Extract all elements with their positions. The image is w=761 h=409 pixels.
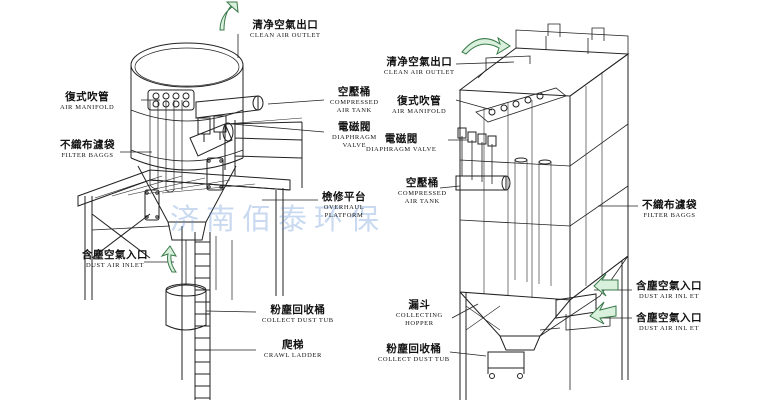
right-diaphragm-valve-zh: 電磁閥 (384, 133, 418, 145)
right-air-manifold-en: AIR MANIFOLD (392, 107, 447, 115)
left-crawl-ladder-en: CRAWL LADDER (264, 351, 322, 359)
dust-air-arrow-left (160, 245, 178, 273)
right-dust-air-inlet-1-en: DUST AIR INL ET (638, 292, 700, 300)
left-overhaul-platform-zh: 檢修平台 (322, 191, 366, 203)
left-air-manifold-label: 復式吹管 AIR MANIFOLD (60, 92, 114, 111)
left-clean-air-outlet-zh: 清净空氣出口 (252, 19, 319, 31)
dust-air-arrow-right-2 (589, 301, 617, 325)
left-overhaul-platform-en2: PLATFORM (324, 212, 364, 219)
right-compressed-air-tank-en2: AIR TANK (404, 198, 440, 205)
right-collect-dust-tub-label: 粉塵回收桶 COLLECT DUST TUB (378, 344, 450, 363)
right-dust-air-inlet-2-label: 含塵空氣入口 DUST AIR INL ET (636, 313, 702, 332)
left-filter-baggs-label: 不織布濾袋 FILTER BAGGS (60, 140, 115, 159)
left-diaphragm-valve-zh: 電磁閥 (337, 121, 371, 133)
right-compressed-air-tank-en1: COMPRESSED (398, 189, 447, 197)
right-collect-dust-tub-en: COLLECT DUST TUB (378, 355, 450, 363)
right-dust-air-inlet-2-zh: 含塵空氣入口 (636, 312, 702, 324)
left-collect-dust-tub-zh: 粉塵回收桶 (270, 304, 326, 316)
right-dust-air-inlet-1-label: 含塵空氣入口 DUST AIR INL ET (636, 281, 702, 300)
right-air-manifold-label: 復式吹管 AIR MANIFOLD (392, 96, 446, 115)
left-diaphragm-valve-label: 電磁閥 DIAPHRAGM VALVE (332, 122, 377, 150)
left-diaphragm-valve-en1: DIAPHRAGM (332, 133, 377, 141)
right-dust-air-inlet-2-en: DUST AIR INL ET (638, 324, 700, 332)
left-clean-air-outlet-en: CLEAN AIR OUTLET (250, 31, 321, 39)
right-filter-baggs-en: FILTER BAGGS (643, 211, 696, 219)
right-collect-dust-tub-zh: 粉塵回收桶 (386, 343, 442, 355)
left-filter-baggs-en: FILTER BAGGS (61, 151, 114, 159)
left-collect-dust-tub-label: 粉塵回收桶 COLLECT DUST TUB (262, 305, 334, 324)
clean-air-arrow-left (219, 1, 239, 31)
right-filter-baggs-label: 不織布濾袋 FILTER BAGGS (642, 200, 697, 219)
right-filter-baggs-zh: 不織布濾袋 (642, 199, 697, 211)
left-air-manifold-zh: 復式吹管 (65, 91, 110, 103)
left-overhaul-platform-en1: OVERHAUL (323, 203, 365, 211)
left-overhaul-platform-label: 檢修平台 OVERHAUL PLATFORM (322, 192, 366, 220)
right-clean-air-outlet-label: 清净空氣出口 CLEAN AIR OUTLET (384, 57, 455, 76)
left-dust-air-inlet-zh: 含塵空氣入口 (82, 249, 148, 261)
left-air-manifold-en: AIR MANIFOLD (60, 103, 115, 111)
right-collecting-hopper-en1: COLLECTING (396, 311, 443, 319)
right-collecting-hopper-en2: HOPPER (405, 320, 434, 327)
left-diaphragm-valve-en2: VALVE (342, 142, 367, 149)
right-box-collector (455, 23, 630, 400)
airflow-arrows (160, 1, 619, 325)
right-air-manifold-zh: 復式吹管 (397, 95, 442, 107)
left-compressed-air-tank-en1: COMPRESSED (330, 98, 379, 106)
left-compressed-air-tank-zh: 空壓桶 (337, 86, 371, 98)
left-dust-air-inlet-en: DUST AIR INLET (85, 261, 145, 269)
left-collect-dust-tub-en: COLLECT DUST TUB (262, 316, 334, 324)
left-compressed-air-tank-label: 空壓桶 COMPRESSED AIR TANK (330, 87, 379, 115)
left-crawl-ladder-zh: 爬梯 (281, 339, 304, 351)
right-diaphragm-valve-label: 電磁閥 DIAPHRAGM VALVE (366, 134, 436, 153)
left-dust-air-inlet-label: 含塵空氣入口 DUST AIR INLET (82, 250, 148, 269)
left-clean-air-outlet-label: 清净空氣出口 CLEAN AIR OUTLET (250, 20, 321, 39)
right-diaphragm-valve-en: DIAPHRAGM VALVE (366, 145, 437, 153)
clean-air-arrow-right (461, 36, 511, 56)
left-cylindrical-collector (77, 42, 303, 400)
right-clean-air-outlet-zh: 清净空氣出口 (386, 56, 453, 68)
right-dust-air-inlet-1-zh: 含塵空氣入口 (636, 280, 702, 292)
right-compressed-air-tank-zh: 空壓桶 (405, 177, 439, 189)
left-filter-baggs-zh: 不織布濾袋 (60, 139, 115, 151)
right-collecting-hopper-zh: 漏斗 (408, 299, 431, 311)
left-crawl-ladder-label: 爬梯 CRAWL LADDER (264, 340, 322, 359)
dust-air-arrow-right-1 (593, 273, 619, 297)
right-collecting-hopper-label: 漏斗 COLLECTING HOPPER (396, 300, 443, 328)
right-compressed-air-tank-label: 空壓桶 COMPRESSED AIR TANK (398, 178, 447, 206)
left-compressed-air-tank-en2: AIR TANK (336, 107, 372, 114)
watermark-text: 济南佰泰环保 (170, 202, 387, 236)
right-clean-air-outlet-en: CLEAN AIR OUTLET (384, 68, 455, 76)
